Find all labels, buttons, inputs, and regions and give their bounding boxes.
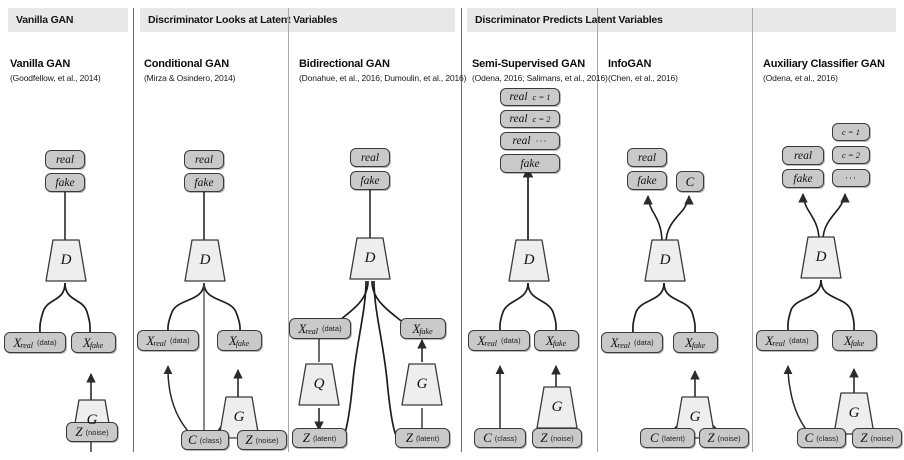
node-fake: fake — [350, 171, 390, 190]
node-z-noise: Z(noise) — [532, 428, 582, 448]
panel-auxiliary-classifier-gan: Auxiliary Classifier GAN (Odena, et al.,… — [753, 40, 904, 454]
trapezoid-shape — [45, 239, 87, 282]
node-cdots: ··· — [832, 169, 870, 187]
node-real: real — [45, 150, 85, 169]
node-generator: G — [401, 362, 443, 407]
trapezoid-shape — [644, 239, 686, 282]
node-c-class: C(class) — [474, 428, 526, 448]
panel-title: Auxiliary Classifier GAN — [763, 58, 885, 70]
node-discriminator: D — [644, 238, 686, 283]
panel-citation: (Goodfellow, et al., 2014) — [10, 73, 101, 83]
trapezoid-shape — [508, 239, 550, 282]
node-real-cdots: real··· — [500, 132, 560, 150]
node-fake: fake — [184, 173, 224, 192]
panel-citation: (Odena, et al., 2016) — [763, 73, 838, 83]
node-fake: fake — [500, 154, 560, 173]
divider-3 — [461, 8, 462, 452]
node-fake: fake — [782, 169, 824, 188]
node-c-class: C(class) — [797, 428, 846, 448]
node-discriminator: D — [800, 235, 842, 280]
trapezoid-shape — [298, 363, 340, 406]
node-z-noise: Z(noise) — [237, 430, 287, 450]
panel-title: Conditional GAN — [144, 58, 229, 70]
node-z-noise: Z(noise) — [852, 428, 902, 448]
panel-infogan: InfoGAN (Chen, et al., 2016) — [598, 40, 752, 454]
divider-1 — [133, 8, 134, 452]
panel-citation: (Donahue, et al., 2016; Dumoulin, et al.… — [299, 73, 467, 83]
panel-title: Vanilla GAN — [10, 58, 71, 70]
trapezoid-shape — [401, 363, 443, 406]
node-discriminator: D — [349, 236, 391, 281]
node-z-noise: Z(noise) — [699, 428, 749, 448]
group-band-predicts: Discriminator Predicts Latent Variables — [467, 8, 896, 32]
node-c2: c = 2 — [832, 146, 870, 164]
node-z-noise: Z(noise) — [66, 422, 118, 442]
divider-2 — [288, 8, 289, 452]
panel-conditional-gan: Conditional GAN (Mirza & Osindero, 2014) — [134, 40, 288, 454]
trapezoid-shape — [184, 239, 226, 282]
trapezoid-shape — [800, 236, 842, 279]
node-fake: fake — [45, 173, 85, 192]
panel-semi-supervised-gan: Semi-Supervised GAN (Odena, 2016; Salima… — [462, 40, 608, 454]
node-discriminator: D — [45, 238, 87, 283]
node-c-output: C — [676, 171, 704, 192]
node-z-latent-left: Z(latent) — [292, 428, 347, 448]
group-band-vanilla: Vanilla GAN — [8, 8, 128, 32]
panel-vanilla-gan: Vanilla GAN (Goodfellow, et al., 2014) — [0, 40, 133, 454]
trapezoid-shape — [349, 237, 391, 280]
divider-5 — [752, 8, 753, 452]
node-generator: G — [536, 385, 578, 430]
node-fake: fake — [627, 171, 667, 190]
node-c-class: C(class) — [181, 430, 229, 450]
node-discriminator: D — [184, 238, 226, 283]
node-discriminator: D — [508, 238, 550, 283]
node-real: real — [782, 146, 824, 165]
node-real: real — [350, 148, 390, 167]
node-z-latent-right: Z(latent) — [395, 428, 450, 448]
divider-4 — [597, 8, 598, 452]
edges-ssgan — [495, 166, 561, 438]
panel-bidirectional-gan: Bidirectional GAN (Donahue, et al., 2016… — [289, 40, 466, 454]
group-band-label: Discriminator Looks at Latent Variables — [148, 14, 338, 26]
group-band-looks: Discriminator Looks at Latent Variables — [140, 8, 455, 32]
node-real: real — [627, 148, 667, 167]
panel-title: InfoGAN — [608, 58, 652, 70]
panel-citation: (Mirza & Osindero, 2014) — [144, 73, 236, 83]
panel-citation: (Odena, 2016; Salimans, et al., 2016) — [472, 73, 608, 83]
node-c-latent: C(latent) — [640, 428, 695, 448]
group-band-label: Discriminator Predicts Latent Variables — [475, 14, 663, 26]
node-real: real — [184, 150, 224, 169]
group-band-label: Vanilla GAN — [16, 14, 74, 26]
panel-title: Semi-Supervised GAN — [472, 58, 585, 70]
node-encoder-q: Q — [298, 362, 340, 407]
node-c1: c = 1 — [832, 123, 870, 141]
panel-title: Bidirectional GAN — [299, 58, 390, 70]
panel-citation: (Chen, et al., 2016) — [608, 73, 678, 83]
